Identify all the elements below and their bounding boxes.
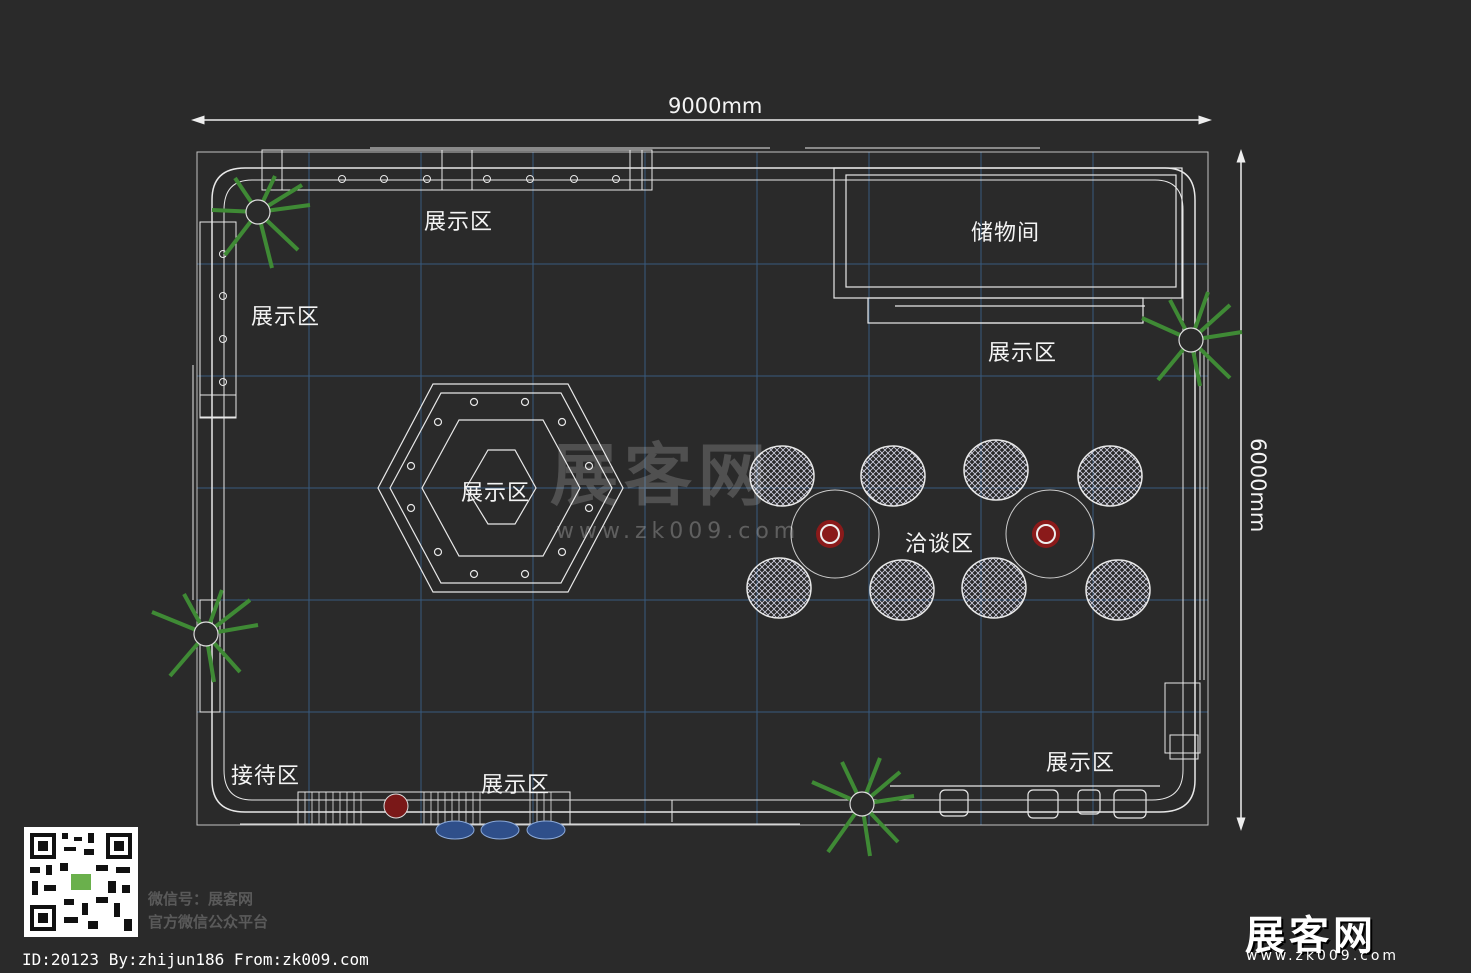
- wechat-tagline: 官方微信公众平台: [148, 913, 269, 931]
- zone-label-display-bottom: 展示区: [481, 773, 551, 798]
- right-wall: [1164, 350, 1205, 760]
- brand-logo: 展客网: [1245, 912, 1377, 959]
- footer-id-text: ID:20123 By:zhijun186 From:zk009.com: [22, 950, 369, 969]
- brand-url: www.zk009.com: [1246, 948, 1400, 964]
- wechat-id: 微信号：展客网: [148, 890, 254, 908]
- storage-room: [833, 167, 1183, 324]
- zone-label-display-bottom-right: 展示区: [1046, 751, 1116, 776]
- zone-label-storage: 储物间: [971, 221, 1041, 246]
- negotiation-table-right: [1005, 489, 1095, 579]
- left-display-wall: [192, 221, 237, 713]
- plant-bottom: [811, 757, 915, 857]
- plant-top-left: [211, 175, 311, 269]
- watermark-logo: 展客网: [550, 436, 773, 516]
- plant-left: [151, 589, 259, 683]
- zone-label-display-left: 展示区: [251, 305, 321, 330]
- depth-dimension-label: 6000mm: [1246, 438, 1270, 533]
- bottom-right-displays: [890, 785, 1160, 819]
- chairs: [746, 439, 1151, 621]
- booth-outline: [196, 151, 1209, 826]
- bar-stools: [435, 820, 566, 840]
- zone-label-display-top: 展示区: [424, 210, 494, 235]
- qr-code: [24, 827, 138, 937]
- zone-label-reception: 接待区: [231, 764, 301, 789]
- width-dimension-label: 9000mm: [668, 94, 763, 118]
- top-display-wall: [261, 147, 1040, 191]
- bottom-counter: [240, 791, 800, 825]
- zone-label-display-center: 展示区: [461, 481, 531, 506]
- plant-right: [1141, 291, 1243, 387]
- negotiation-table-left: [790, 489, 880, 579]
- zone-label-negotiation: 洽谈区: [905, 532, 975, 557]
- hexagon-display: [377, 383, 624, 593]
- watermark-url: www.zk009.com: [556, 519, 801, 544]
- zone-label-display-right-upper: 展示区: [988, 341, 1058, 366]
